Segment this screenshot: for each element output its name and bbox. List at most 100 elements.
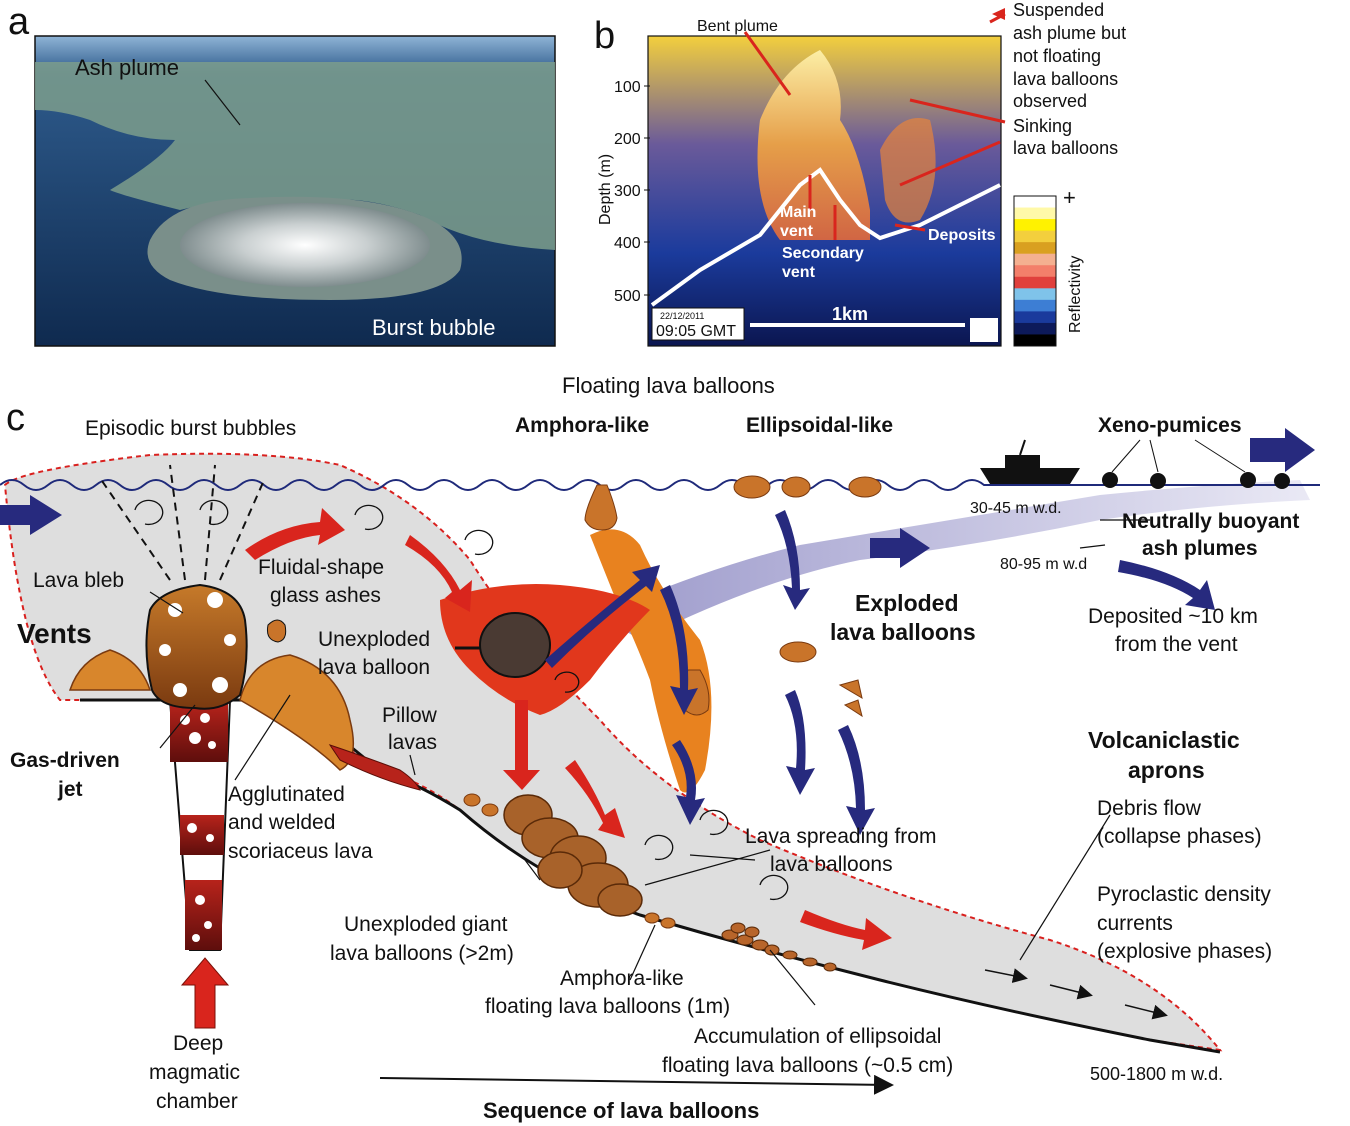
suspended-label-3: not floating <box>1013 46 1101 66</box>
neutrally-buoyant-label-1: Neutrally buoyant <box>1122 510 1299 533</box>
agglutinated-label-1: Agglutinated <box>228 783 345 806</box>
sequence-label: Sequence of lava balloons <box>483 1098 759 1123</box>
exploded-balloon-whole <box>780 642 816 662</box>
panel-b: b Bent plume Suspended ash plume but not… <box>594 0 1126 347</box>
reflectivity-label: Reflectivity <box>1067 256 1084 333</box>
deep-label-1: Deep <box>173 1032 223 1055</box>
reflectivity-swatch <box>1014 288 1056 300</box>
conduit-middle <box>180 815 224 855</box>
wd-500-1800-label: 500-1800 m w.d. <box>1090 1064 1223 1084</box>
reflectivity-plus: + <box>1063 185 1076 210</box>
reflectivity-swatch <box>1014 277 1056 289</box>
lava-spreading-label-1: Lava spreading from <box>745 825 936 848</box>
neutrally-buoyant-label-2: ash plumes <box>1142 537 1258 560</box>
depth-tick-300: 300 <box>614 183 641 200</box>
boat-cabin <box>1005 455 1040 468</box>
deep-label-2: magmatic <box>149 1061 240 1084</box>
gas-driven-label-1: Gas-driven <box>10 749 120 772</box>
panel-label-b: b <box>594 15 615 57</box>
suspended-label-5: observed <box>1013 91 1087 111</box>
reflectivity-swatch <box>1014 334 1056 346</box>
lava-bleb-label: Lava bleb <box>33 569 124 592</box>
panel-label-a: a <box>8 1 30 43</box>
exploded-label-2: lava balloons <box>830 619 976 645</box>
wd-80-95-label: 80-95 m w.d <box>1000 556 1087 573</box>
amphora-float-label-2: floating lava balloons (1m) <box>485 995 730 1018</box>
depth-tick-200: 200 <box>614 131 641 148</box>
panel-a: a Ash plume Burst bubble <box>8 1 555 346</box>
exploded-fragment-2 <box>845 700 862 716</box>
fluidal-ash-particle <box>267 620 285 642</box>
debris-label-1: Debris flow <box>1097 797 1202 820</box>
fluidal-label-1: Fluidal-shape <box>258 556 384 579</box>
reflectivity-colorbar <box>1014 196 1056 347</box>
burst-bubble <box>180 203 430 287</box>
volcaniclastic-label-1: Volcaniclastic <box>1088 727 1240 753</box>
reflectivity-swatch <box>1014 323 1056 335</box>
panel-label-c: c <box>6 397 25 439</box>
secondary-vent-label-2: vent <box>782 264 816 281</box>
debris-label-2: (collapse phases) <box>1097 825 1262 848</box>
depth-tick-100: 100 <box>614 79 641 96</box>
reflectivity-swatch <box>1014 311 1056 323</box>
main-vent-label-1: Main <box>780 204 816 221</box>
agglutinated-label-2: and welded <box>228 811 335 834</box>
conduit-lower <box>185 880 222 950</box>
xeno-pumices-heading: Xeno-pumices <box>1098 414 1242 437</box>
volcaniclastic-label-2: aprons <box>1128 757 1205 783</box>
xeno-pumices-pointers <box>1112 440 1245 472</box>
pyroclastic-label-3: (explosive phases) <box>1097 940 1272 963</box>
main-vent-label-2: vent <box>780 223 814 240</box>
unexploded-label-2: lava balloon <box>318 656 430 679</box>
giant-label-2: lava balloons (>2m) <box>330 942 514 965</box>
deep-label-3: chamber <box>156 1090 238 1113</box>
amphora-balloon-surface <box>585 485 617 530</box>
deposited-label-1: Deposited ~10 km <box>1088 605 1258 628</box>
reflectivity-swatch <box>1014 208 1056 220</box>
reflectivity-swatch <box>1014 265 1056 277</box>
suspended-label-4: lava balloons <box>1013 69 1118 89</box>
reflectivity-swatch <box>1014 219 1056 231</box>
panel-c: c <box>0 373 1320 1123</box>
depth-tick-500: 500 <box>614 288 641 305</box>
amphora-like-heading: Amphora-like <box>515 414 649 437</box>
depth-tick-400: 400 <box>614 235 641 252</box>
bent-plume-label: Bent plume <box>697 18 778 35</box>
gas-driven-label-2: jet <box>57 778 83 801</box>
burst-bubble-label: Burst bubble <box>372 315 496 340</box>
scale-box <box>970 318 998 342</box>
wd-30-45-label: 30-45 m w.d. <box>970 500 1062 517</box>
sinking-label-1: Sinking <box>1013 116 1072 136</box>
reflectivity-swatch <box>1014 300 1056 312</box>
suspended-label-2: ash plume but <box>1013 23 1126 43</box>
amphora-float-label-1: Amphora-like <box>560 967 684 990</box>
pyroclastic-label-1: Pyroclastic density <box>1097 883 1271 906</box>
vents-label: Vents <box>17 618 92 649</box>
exploded-fragment-1 <box>840 680 862 698</box>
agglutinated-label-3: scoriaceus lava <box>228 840 373 863</box>
floating-lava-balloons-heading: Floating lava balloons <box>562 373 775 398</box>
ellipsoidal-like-heading: Ellipsoidal-like <box>746 414 893 437</box>
scale-label: 1km <box>832 304 868 324</box>
ellipsoidal-balloons-surface <box>734 476 881 498</box>
deposited-label-2: from the vent <box>1115 633 1238 656</box>
giant-label-1: Unexploded giant <box>344 913 508 936</box>
fluidal-label-2: glass ashes <box>270 584 381 607</box>
magma-rise-arrow <box>182 958 228 1028</box>
date-label: 22/12/2011 <box>660 311 704 321</box>
episodic-burst-bubbles-label: Episodic burst bubbles <box>85 417 296 440</box>
reflectivity-swatch <box>1014 242 1056 254</box>
secondary-vent-label-1: Secondary <box>782 245 864 262</box>
accumulation-label-2: floating lava balloons (~0.5 cm) <box>662 1054 953 1077</box>
lava-spreading-label-2: lava balloons <box>770 853 893 876</box>
conduit-upper <box>170 702 228 762</box>
exploded-label-1: Exploded <box>855 590 959 616</box>
reflectivity-swatch <box>1014 196 1056 208</box>
pillow-label-1: Pillow <box>382 704 438 727</box>
pyroclastic-label-2: currents <box>1097 912 1173 935</box>
accumulation-label-1: Accumulation of ellipsoidal <box>694 1025 941 1048</box>
reflectivity-swatch <box>1014 254 1056 266</box>
sequence-arrow <box>380 1078 890 1085</box>
ash-plume-label: Ash plume <box>75 55 179 80</box>
